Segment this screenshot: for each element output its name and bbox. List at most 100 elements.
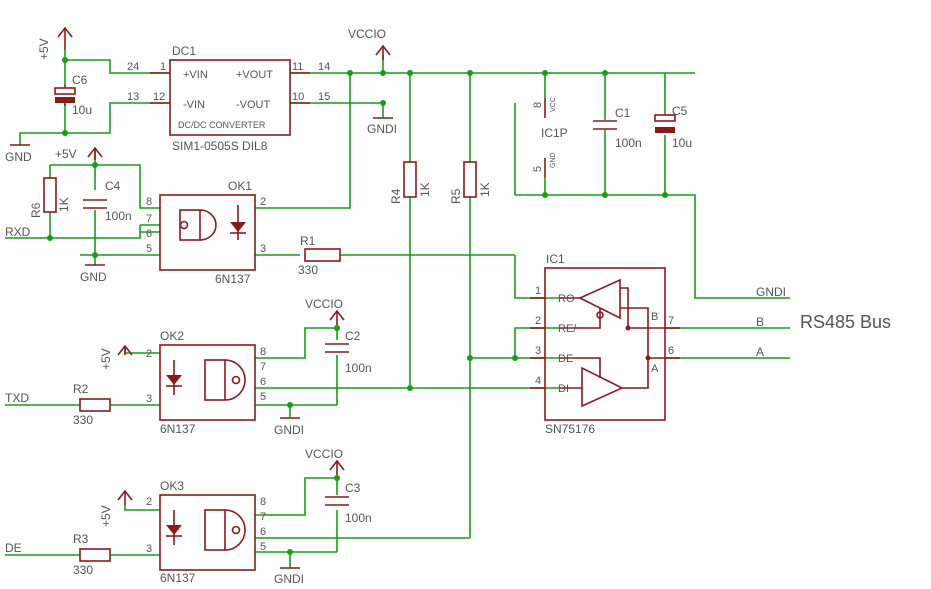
r4-resistor <box>403 161 417 198</box>
dc1-pin-vin-n: -VIN <box>183 99 205 111</box>
ic1-pin-2: 2 <box>535 315 541 327</box>
vccio-label-1: VCCIO <box>348 27 386 41</box>
ok3-pin-2: 2 <box>146 496 152 508</box>
ok1-pin-5: 5 <box>146 243 152 255</box>
ok2-part: 6N137 <box>160 422 196 436</box>
dc1-converter <box>150 59 310 136</box>
dc1-pin-13: 13 <box>127 91 139 103</box>
ic1-de: DE <box>558 353 573 365</box>
c2-capacitor <box>325 343 349 353</box>
ok3-part: 6N137 <box>160 571 196 585</box>
dc1-pin-12: 12 <box>153 91 165 103</box>
r6-resistor <box>43 177 57 213</box>
c5-name: C5 <box>672 104 688 118</box>
c3-value: 100n <box>345 511 372 525</box>
r6-name: R6 <box>29 202 43 218</box>
power-symbols <box>10 26 393 569</box>
ic1-pin-7: 7 <box>668 315 674 327</box>
ok2-pin-3: 3 <box>146 393 152 405</box>
c1-name: C1 <box>615 106 631 120</box>
dc1-pin-11: 11 <box>292 61 303 73</box>
ic1p-pin-8: 8 <box>532 102 544 108</box>
ok2-pin-6: 6 <box>260 376 266 388</box>
ok3-pin-3: 3 <box>146 543 152 555</box>
r5-value: 1K <box>478 182 492 197</box>
dc1-pin-1: 1 <box>160 61 166 73</box>
p5v-label-2: +5V <box>55 147 77 161</box>
ok3-pin-7: 7 <box>260 511 266 523</box>
ic1-part: SN75176 <box>545 422 595 436</box>
ok2-name: OK2 <box>160 329 184 343</box>
r1-value: 330 <box>298 263 318 277</box>
ic1-name: IC1 <box>546 252 565 266</box>
ic1-pin-1: 1 <box>535 285 541 297</box>
c4-value: 100n <box>105 209 132 223</box>
ok3-pin-8: 8 <box>260 496 266 508</box>
dc1-pin-10: 10 <box>292 91 304 103</box>
c1-value: 100n <box>615 136 642 150</box>
ok1-pin-3: 3 <box>260 243 266 255</box>
ok3-pin-6: 6 <box>260 526 266 538</box>
ic1p-vcc: VCC <box>550 97 557 112</box>
r3-value: 330 <box>73 563 93 577</box>
dc1-part: SIM1-0505S DIL8 <box>172 139 268 153</box>
c1-capacitor <box>593 120 617 130</box>
ok2-optocoupler <box>159 344 256 421</box>
r1-name: R1 <box>300 234 316 248</box>
ok1-pin-6: 6 <box>146 228 152 240</box>
dc1-pin-14: 14 <box>318 61 330 73</box>
ic1-ro: RO <box>558 293 575 305</box>
bus-title: RS485 Bus <box>800 312 891 332</box>
ic1p-name: IC1P <box>541 126 568 140</box>
gnd-label-2: GND <box>80 270 107 284</box>
r4-name: R4 <box>389 188 403 204</box>
dc1-pin-vin-p: +VIN <box>183 69 208 81</box>
r2-resistor <box>79 398 111 412</box>
gnd-label-1: GND <box>5 150 32 164</box>
c4-capacitor <box>83 199 107 209</box>
c6-value: 10u <box>72 103 92 117</box>
p5v-label-3: +5V <box>99 348 113 370</box>
ok1-pin-2: 2 <box>260 196 266 208</box>
ok2-pin-7: 7 <box>260 361 266 373</box>
r6-value: 1K <box>57 197 71 212</box>
rxd-label: RXD <box>5 225 31 239</box>
r5-name: R5 <box>449 188 463 204</box>
txd-label: TXD <box>5 391 29 405</box>
dc1-pin-24: 24 <box>127 61 139 73</box>
ic1p-pin-5: 5 <box>532 166 544 172</box>
dc1-name: DC1 <box>172 44 196 58</box>
ic1-pin-4: 4 <box>535 375 541 387</box>
r4-value: 1K <box>418 182 432 197</box>
vccio-label-2: VCCIO <box>305 297 343 311</box>
c5-value: 10u <box>672 136 692 150</box>
c6-capacitor <box>54 85 76 106</box>
bus-a-label: A <box>756 345 764 359</box>
c2-name: C2 <box>345 329 361 343</box>
ic1-a: A <box>651 363 659 375</box>
r3-resistor <box>79 548 111 562</box>
ok3-pin-5: 5 <box>260 541 266 553</box>
ok2-pin-2: 2 <box>146 348 152 360</box>
ok1-pin-7: 7 <box>146 213 152 225</box>
c3-capacitor <box>325 496 349 506</box>
ok1-name: OK1 <box>228 179 252 193</box>
ic1-transceiver <box>530 267 680 421</box>
ok3-optocoupler <box>159 494 256 571</box>
r2-name: R2 <box>73 382 89 396</box>
c6-name: C6 <box>72 73 88 87</box>
r2-value: 330 <box>73 413 93 427</box>
p5v-label-1: +5V <box>37 38 51 60</box>
ok1-pin-8: 8 <box>146 196 152 208</box>
r1-resistor <box>304 248 341 262</box>
gndi-label-1: GNDI <box>367 122 397 136</box>
ic1-di: DI <box>558 383 569 395</box>
ic1-pin-3: 3 <box>535 345 541 357</box>
ok3-name: OK3 <box>160 479 184 493</box>
bus-b-label: B <box>756 315 764 329</box>
dc1-pin-15: 15 <box>318 91 330 103</box>
r5-resistor <box>463 161 477 198</box>
dc1-inner-label: DC/DC CONVERTER <box>178 120 266 130</box>
gndi-label-2: GNDI <box>274 423 304 437</box>
